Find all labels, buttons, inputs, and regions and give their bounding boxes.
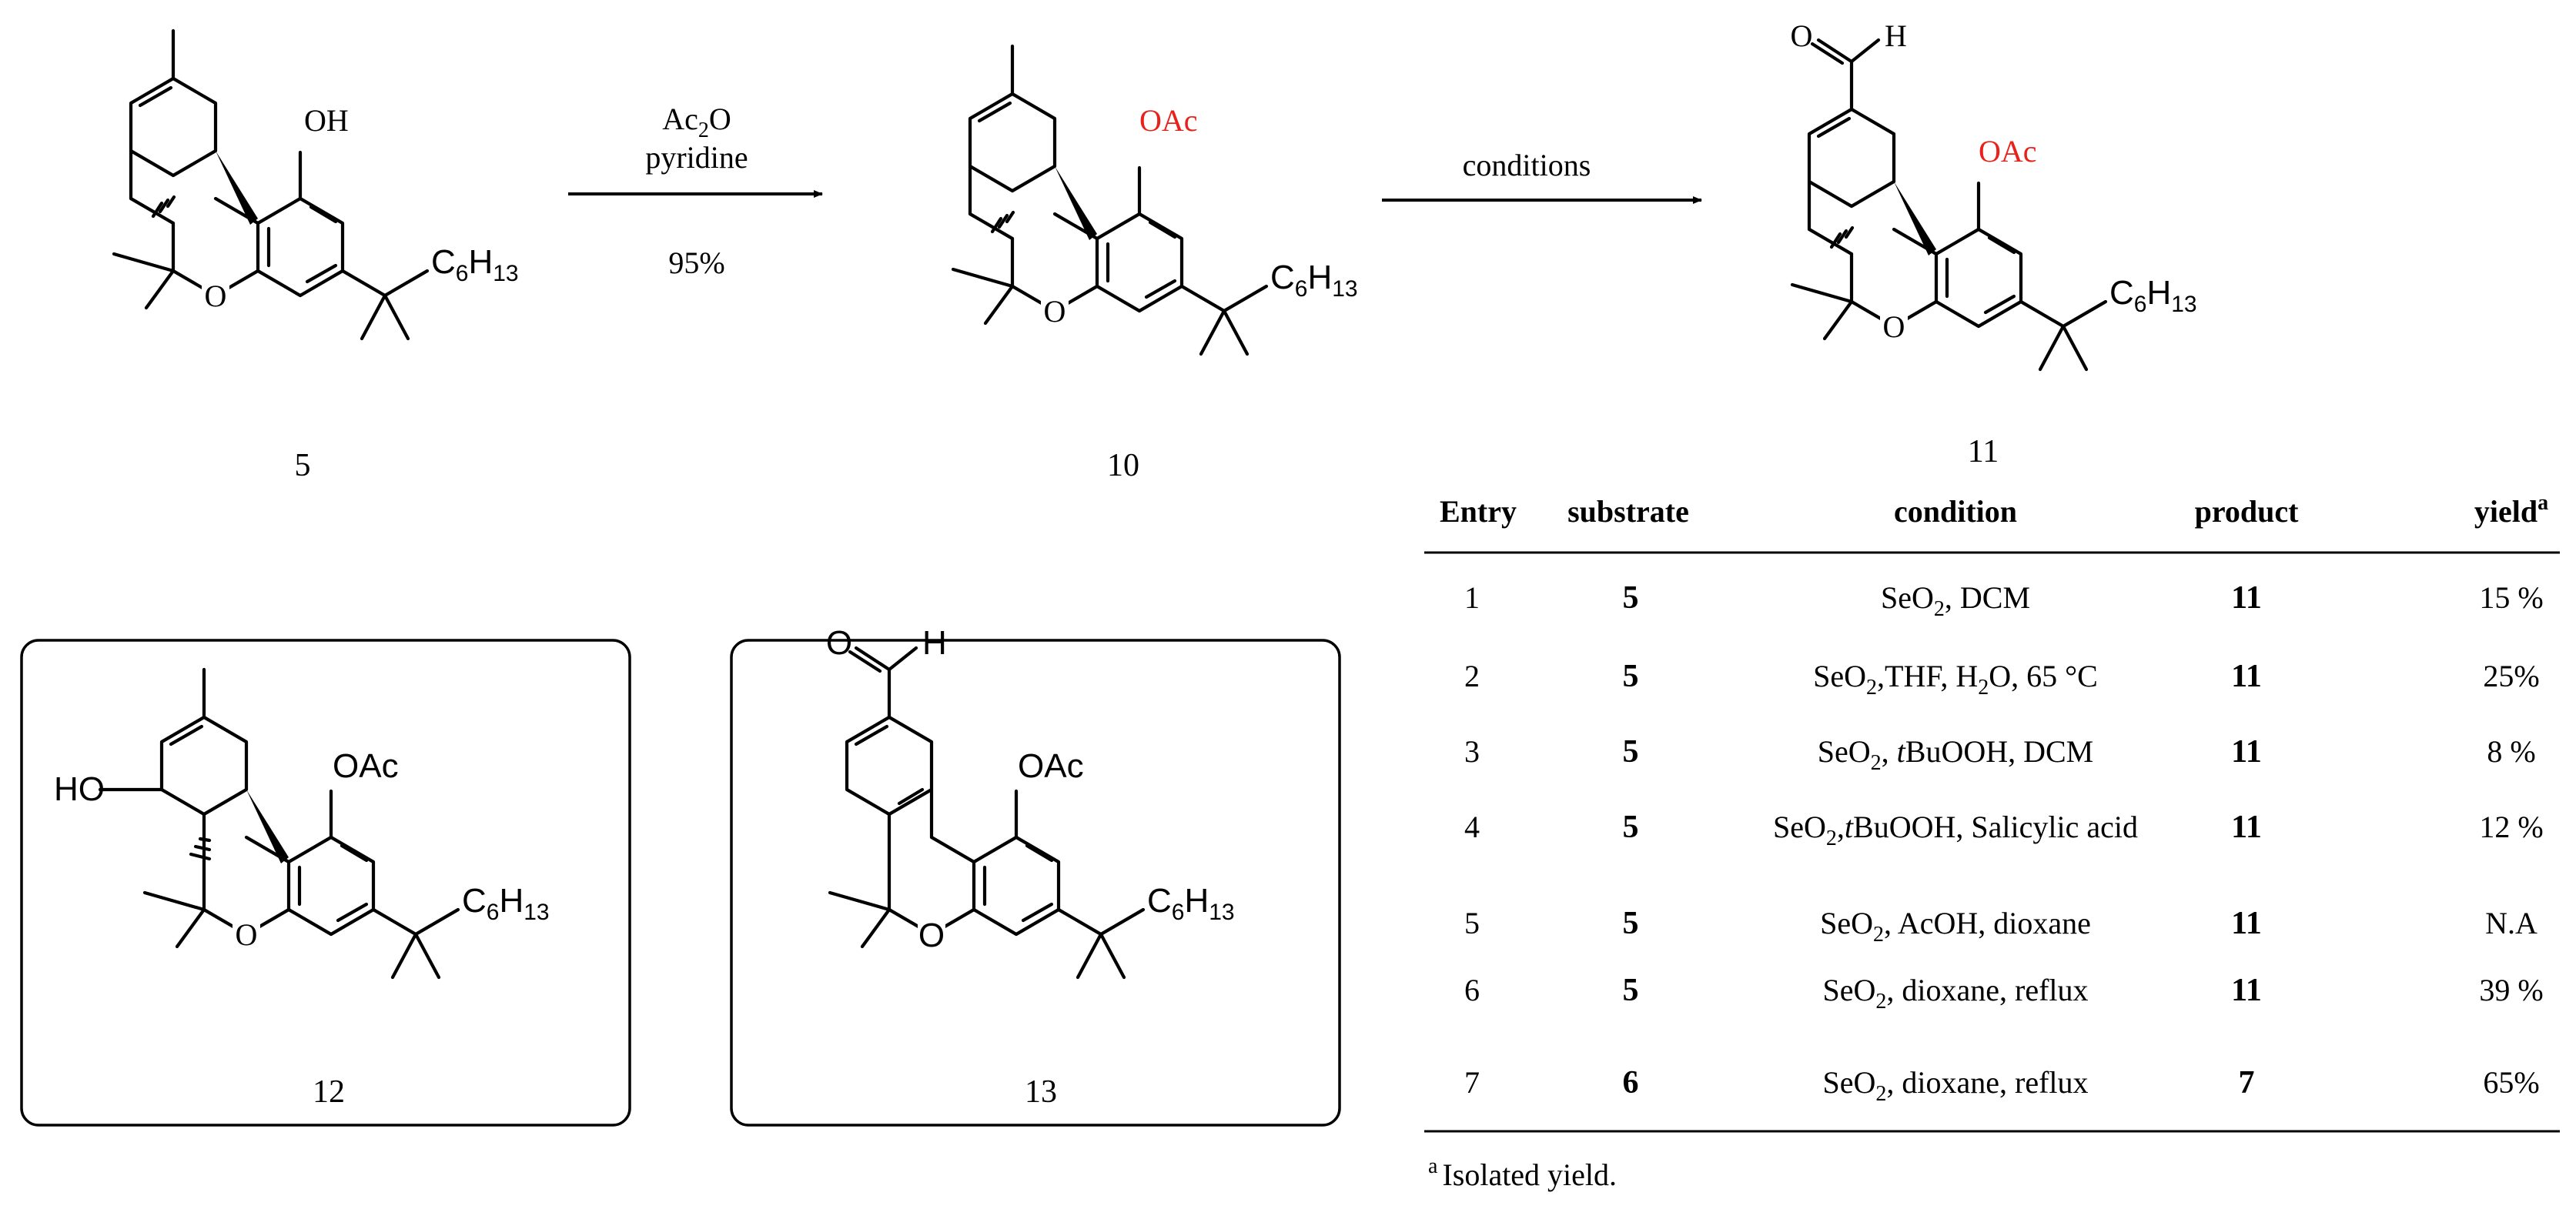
hexyl-label-13: C6H13 [1147,882,1235,925]
hexyl-label-10: C6H13 [1270,259,1358,302]
cell-product: 11 [2231,580,2262,616]
cell-entry: 3 [1464,734,1480,769]
reaction-arrow-1: Ac2O pyridine 95% [568,102,823,280]
cell-product: 7 [2239,1065,2255,1100]
table-row: 2 5 SeO2,THF, H2O, 65 °C 11 25% [1464,659,2540,700]
table-row: 6 5 SeO2, dioxane, reflux 11 39 % [1464,973,2544,1014]
cell-yield: 15 % [2479,580,2543,615]
acetate-label-12: OAc [333,747,399,785]
hexyl-label-12: C6H13 [462,882,550,925]
cell-substrate: 6 [1623,1065,1639,1100]
ring-oxygen-13: O [918,917,945,954]
cell-condition: SeO2, dioxane, reflux [1822,973,2088,1014]
aldehyde-hydrogen-11: H [1885,18,1907,53]
cell-substrate: 5 [1623,973,1639,1008]
compound-label-11: 11 [1968,434,1999,469]
table-row: 1 5 SeO2, DCM 11 15 % [1464,580,2544,621]
reaction-1-yield: 95% [668,245,724,280]
cell-product: 11 [2231,906,2262,941]
acetate-label-13: OAc [1018,747,1084,785]
hexyl-label-5: C6H13 [431,243,519,286]
table-row: 5 5 SeO2, AcOH, dioxane 11 N.A [1464,906,2538,947]
compound-12-box [20,639,631,1127]
results-table: Entry substrate condition product yielda… [1424,491,2560,1192]
cell-substrate: 5 [1623,659,1639,694]
ring-oxygen-12: O [236,917,258,952]
compound-label-10: 10 [1107,448,1139,483]
cell-entry: 1 [1464,580,1480,615]
ring-oxygen-10: O [1044,294,1066,329]
reaction-arrow-2: conditions [1382,148,1702,204]
reagent-acetic-anhydride: Ac2O [662,102,731,142]
compound-label-5: 5 [295,448,311,483]
aldehyde-oxygen-11: O [1791,18,1813,53]
acetate-label-11: OAc [1979,134,2037,169]
compound-11-structure: O H O OAc C6H13 11 [1791,18,2197,469]
header-condition: condition [1894,494,2017,529]
cell-substrate: 5 [1623,906,1639,941]
compound-5-structure: O OH C6H13 5 [112,28,519,483]
cell-condition: SeO2, tBuOOH, DCM [1818,734,2094,775]
ring-oxygen-11: O [1883,309,1905,344]
table-row: 7 6 SeO2, dioxane, reflux 7 65% [1464,1065,2540,1106]
header-product: product [2195,494,2300,529]
cell-yield: 65% [2483,1065,2539,1100]
cell-yield: 8 % [2487,734,2535,769]
acetate-label-10: OAc [1139,103,1198,138]
compound-12-structure: O HO OAc C6H13 12 [54,667,550,1110]
cell-substrate: 5 [1623,580,1639,616]
cell-condition: SeO2,tBuOOH, Salicylic acid [1773,810,2138,850]
cell-product: 11 [2231,734,2262,770]
reagent-pyridine: pyridine [645,140,748,175]
cell-product: 11 [2231,659,2262,694]
cell-condition: SeO2,THF, H2O, 65 °C [1813,659,2098,700]
compound-13-box [730,639,1341,1127]
cell-yield: 12 % [2479,810,2543,844]
header-entry: Entry [1440,494,1517,529]
cell-yield: 25% [2483,659,2539,693]
aldehyde-oxygen-13: O [826,624,852,662]
table-row: 3 5 SeO2, tBuOOH, DCM 11 8 % [1464,734,2536,775]
cell-condition: SeO2, dioxane, reflux [1822,1065,2088,1106]
compound-13-structure: O H O OAc C6H13 13 [826,624,1235,1110]
cell-product: 11 [2231,810,2262,845]
table-header: Entry substrate condition product yielda [1440,491,2548,529]
compound-label-13: 13 [1025,1074,1057,1110]
cell-substrate: 5 [1623,810,1639,845]
cell-substrate: 5 [1623,734,1639,770]
aldehyde-hydrogen-13: H [922,624,947,662]
cell-entry: 6 [1464,973,1480,1007]
hexyl-label-11: C6H13 [2109,274,2197,317]
reaction-2-conditions: conditions [1463,148,1591,182]
hydroxyl-label-5: OH [304,103,349,138]
cell-entry: 4 [1464,810,1480,844]
cell-condition: SeO2, DCM [1881,580,2030,621]
cell-entry: 5 [1464,906,1480,940]
table-row: 4 5 SeO2,tBuOOH, Salicylic acid 11 12 % [1464,810,2544,850]
header-yield: yielda [2474,491,2548,529]
cell-yield: 39 % [2479,973,2543,1007]
header-substrate: substrate [1567,494,1689,529]
cell-yield: N.A [2485,906,2538,940]
compound-10-structure: O OAc C6H13 10 [951,44,1358,483]
cell-entry: 2 [1464,659,1480,693]
hydroxyl-label-12: HO [54,770,105,808]
cell-condition: SeO2, AcOH, dioxane [1820,906,2091,947]
cell-entry: 7 [1464,1065,1480,1100]
compound-label-12: 12 [313,1074,345,1110]
ring-oxygen-5: O [205,279,227,313]
cell-product: 11 [2231,973,2262,1008]
